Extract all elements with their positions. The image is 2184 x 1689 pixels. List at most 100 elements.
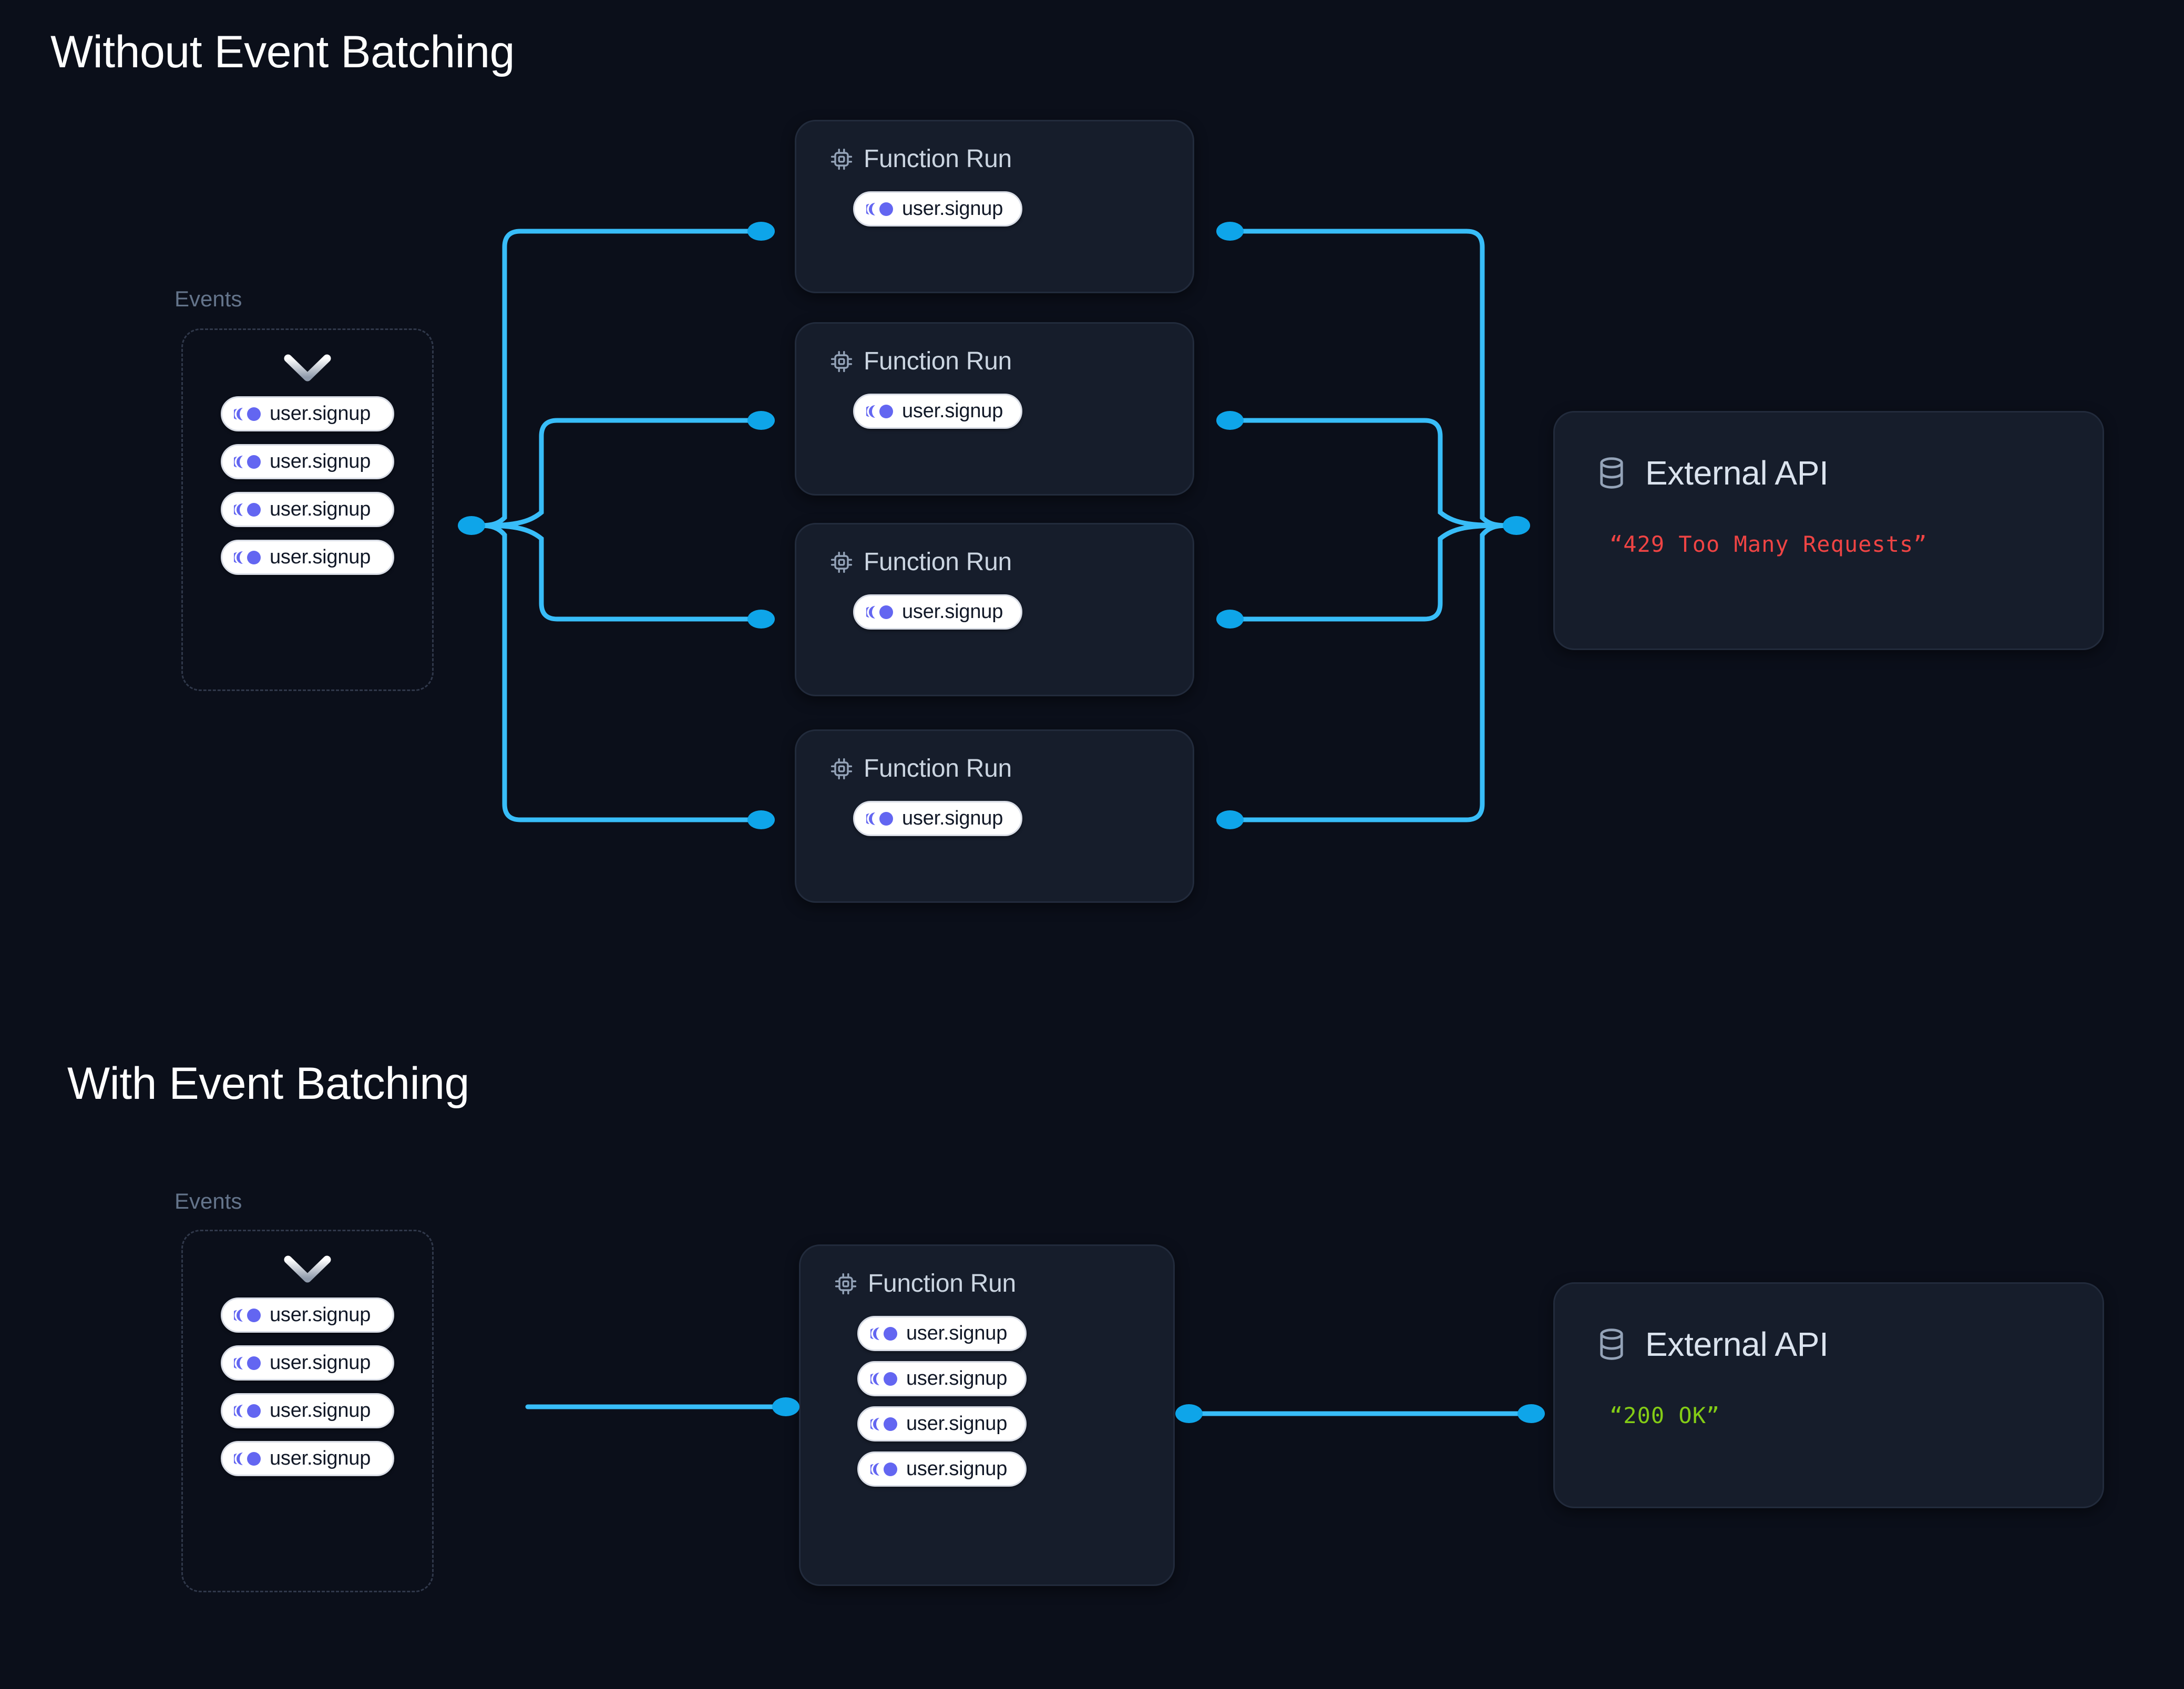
- function-run-events: user.signup: [796, 783, 1193, 836]
- event-icon: [234, 407, 261, 421]
- external-api-title: External API: [1645, 454, 1829, 492]
- function-run-header: Function Run: [796, 524, 1193, 576]
- event-pill[interactable]: user.signup: [221, 1441, 394, 1476]
- api-status-text: “200 OK”: [1609, 1403, 1720, 1428]
- event-pill[interactable]: user.signup: [857, 1316, 1027, 1351]
- event-icon: [870, 1417, 897, 1431]
- connector-dot: [747, 810, 775, 829]
- function-run-header: Function Run: [796, 731, 1193, 783]
- connector-dot: [1216, 222, 1244, 241]
- connector-dot: [772, 1397, 799, 1416]
- event-icon: [234, 502, 261, 517]
- event-pill[interactable]: user.signup: [853, 801, 1023, 836]
- event-pill[interactable]: user.signup: [853, 394, 1023, 429]
- database-icon: [1600, 1328, 1623, 1360]
- function-run-card[interactable]: Function Run user.signup: [795, 120, 1194, 293]
- event-pill-label: user.signup: [902, 198, 1003, 220]
- cpu-icon: [835, 1273, 857, 1294]
- function-run-title: Function Run: [864, 755, 1012, 782]
- event-pill[interactable]: user.signup: [221, 1345, 394, 1381]
- chevron-down-icon: [284, 353, 331, 383]
- function-run-header: Function Run: [796, 324, 1193, 376]
- event-pill[interactable]: user.signup: [221, 444, 394, 479]
- function-run-title: Function Run: [864, 347, 1012, 375]
- external-api-header: External API: [1555, 1284, 2103, 1364]
- connector-batched-run-to-api: [1175, 1404, 1545, 1423]
- cpu-icon: [830, 758, 853, 779]
- event-pill[interactable]: user.signup: [857, 1451, 1027, 1487]
- event-pill-label: user.signup: [270, 403, 371, 425]
- section-title-with-event-batching: With Event Batching: [67, 1058, 469, 1109]
- event-pill-label: user.signup: [902, 601, 1003, 623]
- event-pill-label: user.signup: [270, 1447, 371, 1469]
- function-run-card[interactable]: Function Run user.signup: [795, 523, 1194, 696]
- event-pill-label: user.signup: [902, 400, 1003, 422]
- external-api-card[interactable]: External API “429 Too Many Requests”: [1553, 411, 2104, 650]
- event-icon: [870, 1462, 897, 1476]
- function-run-events: user.signup: [796, 376, 1193, 429]
- connector-dot: [747, 222, 775, 241]
- event-icon: [234, 550, 261, 564]
- connector-dot-target: [1503, 516, 1530, 535]
- function-run-events: user.signup: [796, 173, 1193, 226]
- event-pill[interactable]: user.signup: [221, 540, 394, 575]
- event-pill-label: user.signup: [906, 1367, 1008, 1389]
- event-icon: [866, 811, 893, 826]
- event-icon: [234, 455, 261, 469]
- function-run-header: Function Run: [796, 121, 1193, 173]
- connector-dot: [1216, 810, 1244, 829]
- connector-dot: [747, 610, 775, 629]
- connector-events-to-runs: [458, 222, 775, 829]
- function-run-card-batched[interactable]: Function Run user.signup user.signup: [799, 1244, 1175, 1586]
- events-label-top: Events: [175, 286, 242, 311]
- events-group-top: user.signup user.signup user.signup: [181, 328, 434, 691]
- connector-dot: [1216, 411, 1244, 430]
- function-run-title: Function Run: [864, 145, 1012, 173]
- event-pill-label: user.signup: [270, 498, 371, 520]
- event-pill-label: user.signup: [270, 450, 371, 472]
- event-pill[interactable]: user.signup: [857, 1361, 1027, 1396]
- database-icon: [1600, 457, 1623, 489]
- event-pill[interactable]: user.signup: [857, 1406, 1027, 1441]
- event-icon: [234, 1308, 261, 1322]
- function-run-events: user.signup: [796, 576, 1193, 630]
- connector-events-to-batched-run: [525, 1397, 799, 1416]
- event-icon: [870, 1372, 897, 1386]
- connector-dot-source: [458, 516, 485, 535]
- event-pill-label: user.signup: [270, 546, 371, 568]
- events-group-bottom: user.signup user.signup user.signup: [181, 1230, 434, 1592]
- event-pill[interactable]: user.signup: [221, 396, 394, 431]
- event-pill[interactable]: user.signup: [221, 1297, 394, 1333]
- event-pill[interactable]: user.signup: [853, 594, 1023, 630]
- connector-dot: [747, 411, 775, 430]
- event-icon: [870, 1326, 897, 1341]
- event-pill-label: user.signup: [906, 1458, 1008, 1480]
- function-run-card[interactable]: Function Run user.signup: [795, 729, 1194, 903]
- event-icon: [234, 1404, 261, 1418]
- event-pill[interactable]: user.signup: [853, 191, 1023, 226]
- external-api-header: External API: [1555, 413, 2103, 492]
- api-status-text: “429 Too Many Requests”: [1609, 531, 1927, 557]
- connector-dot: [1175, 1404, 1203, 1423]
- event-icon: [866, 605, 893, 619]
- event-pill-label: user.signup: [906, 1413, 1008, 1435]
- function-run-header: Function Run: [801, 1246, 1173, 1298]
- event-pill-label: user.signup: [270, 1399, 371, 1422]
- event-pill-label: user.signup: [906, 1322, 1008, 1344]
- event-pill[interactable]: user.signup: [221, 492, 394, 527]
- event-icon: [866, 404, 893, 418]
- event-icon: [234, 1356, 261, 1370]
- function-run-title: Function Run: [864, 548, 1012, 576]
- cpu-icon: [830, 551, 853, 573]
- section-title-without-event-batching: Without Event Batching: [50, 27, 515, 77]
- connector-runs-to-api: [1216, 222, 1530, 829]
- connector-dot: [1517, 1404, 1545, 1423]
- cpu-icon: [830, 351, 853, 372]
- function-run-card[interactable]: Function Run user.signup: [795, 322, 1194, 496]
- external-api-card[interactable]: External API “200 OK”: [1553, 1282, 2104, 1508]
- function-run-events: user.signup user.signup user.signup: [801, 1298, 1173, 1487]
- cpu-icon: [830, 148, 853, 170]
- connector-dot: [1216, 610, 1244, 629]
- event-pill[interactable]: user.signup: [221, 1393, 394, 1428]
